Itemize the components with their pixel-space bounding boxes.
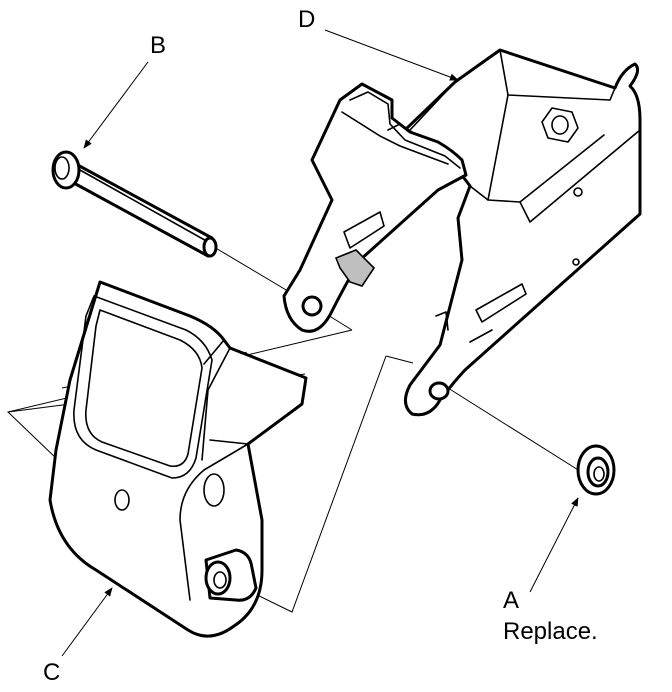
label-c: C [43,659,61,686]
pivot-bolt [51,150,218,258]
arrow-d [324,29,459,81]
leader-arrows [61,29,579,657]
arrow-b [83,61,149,149]
label-a: A [503,587,520,614]
bushing [576,444,616,496]
arrow-a [529,497,579,593]
label-b: B [150,32,167,59]
label-a-note: Replace. [503,618,598,645]
mounting-bracket-arm [282,82,468,333]
mounting-bracket [403,48,642,417]
label-d: D [298,6,316,33]
pedal-bracket [48,280,308,638]
arrow-c [61,587,113,657]
